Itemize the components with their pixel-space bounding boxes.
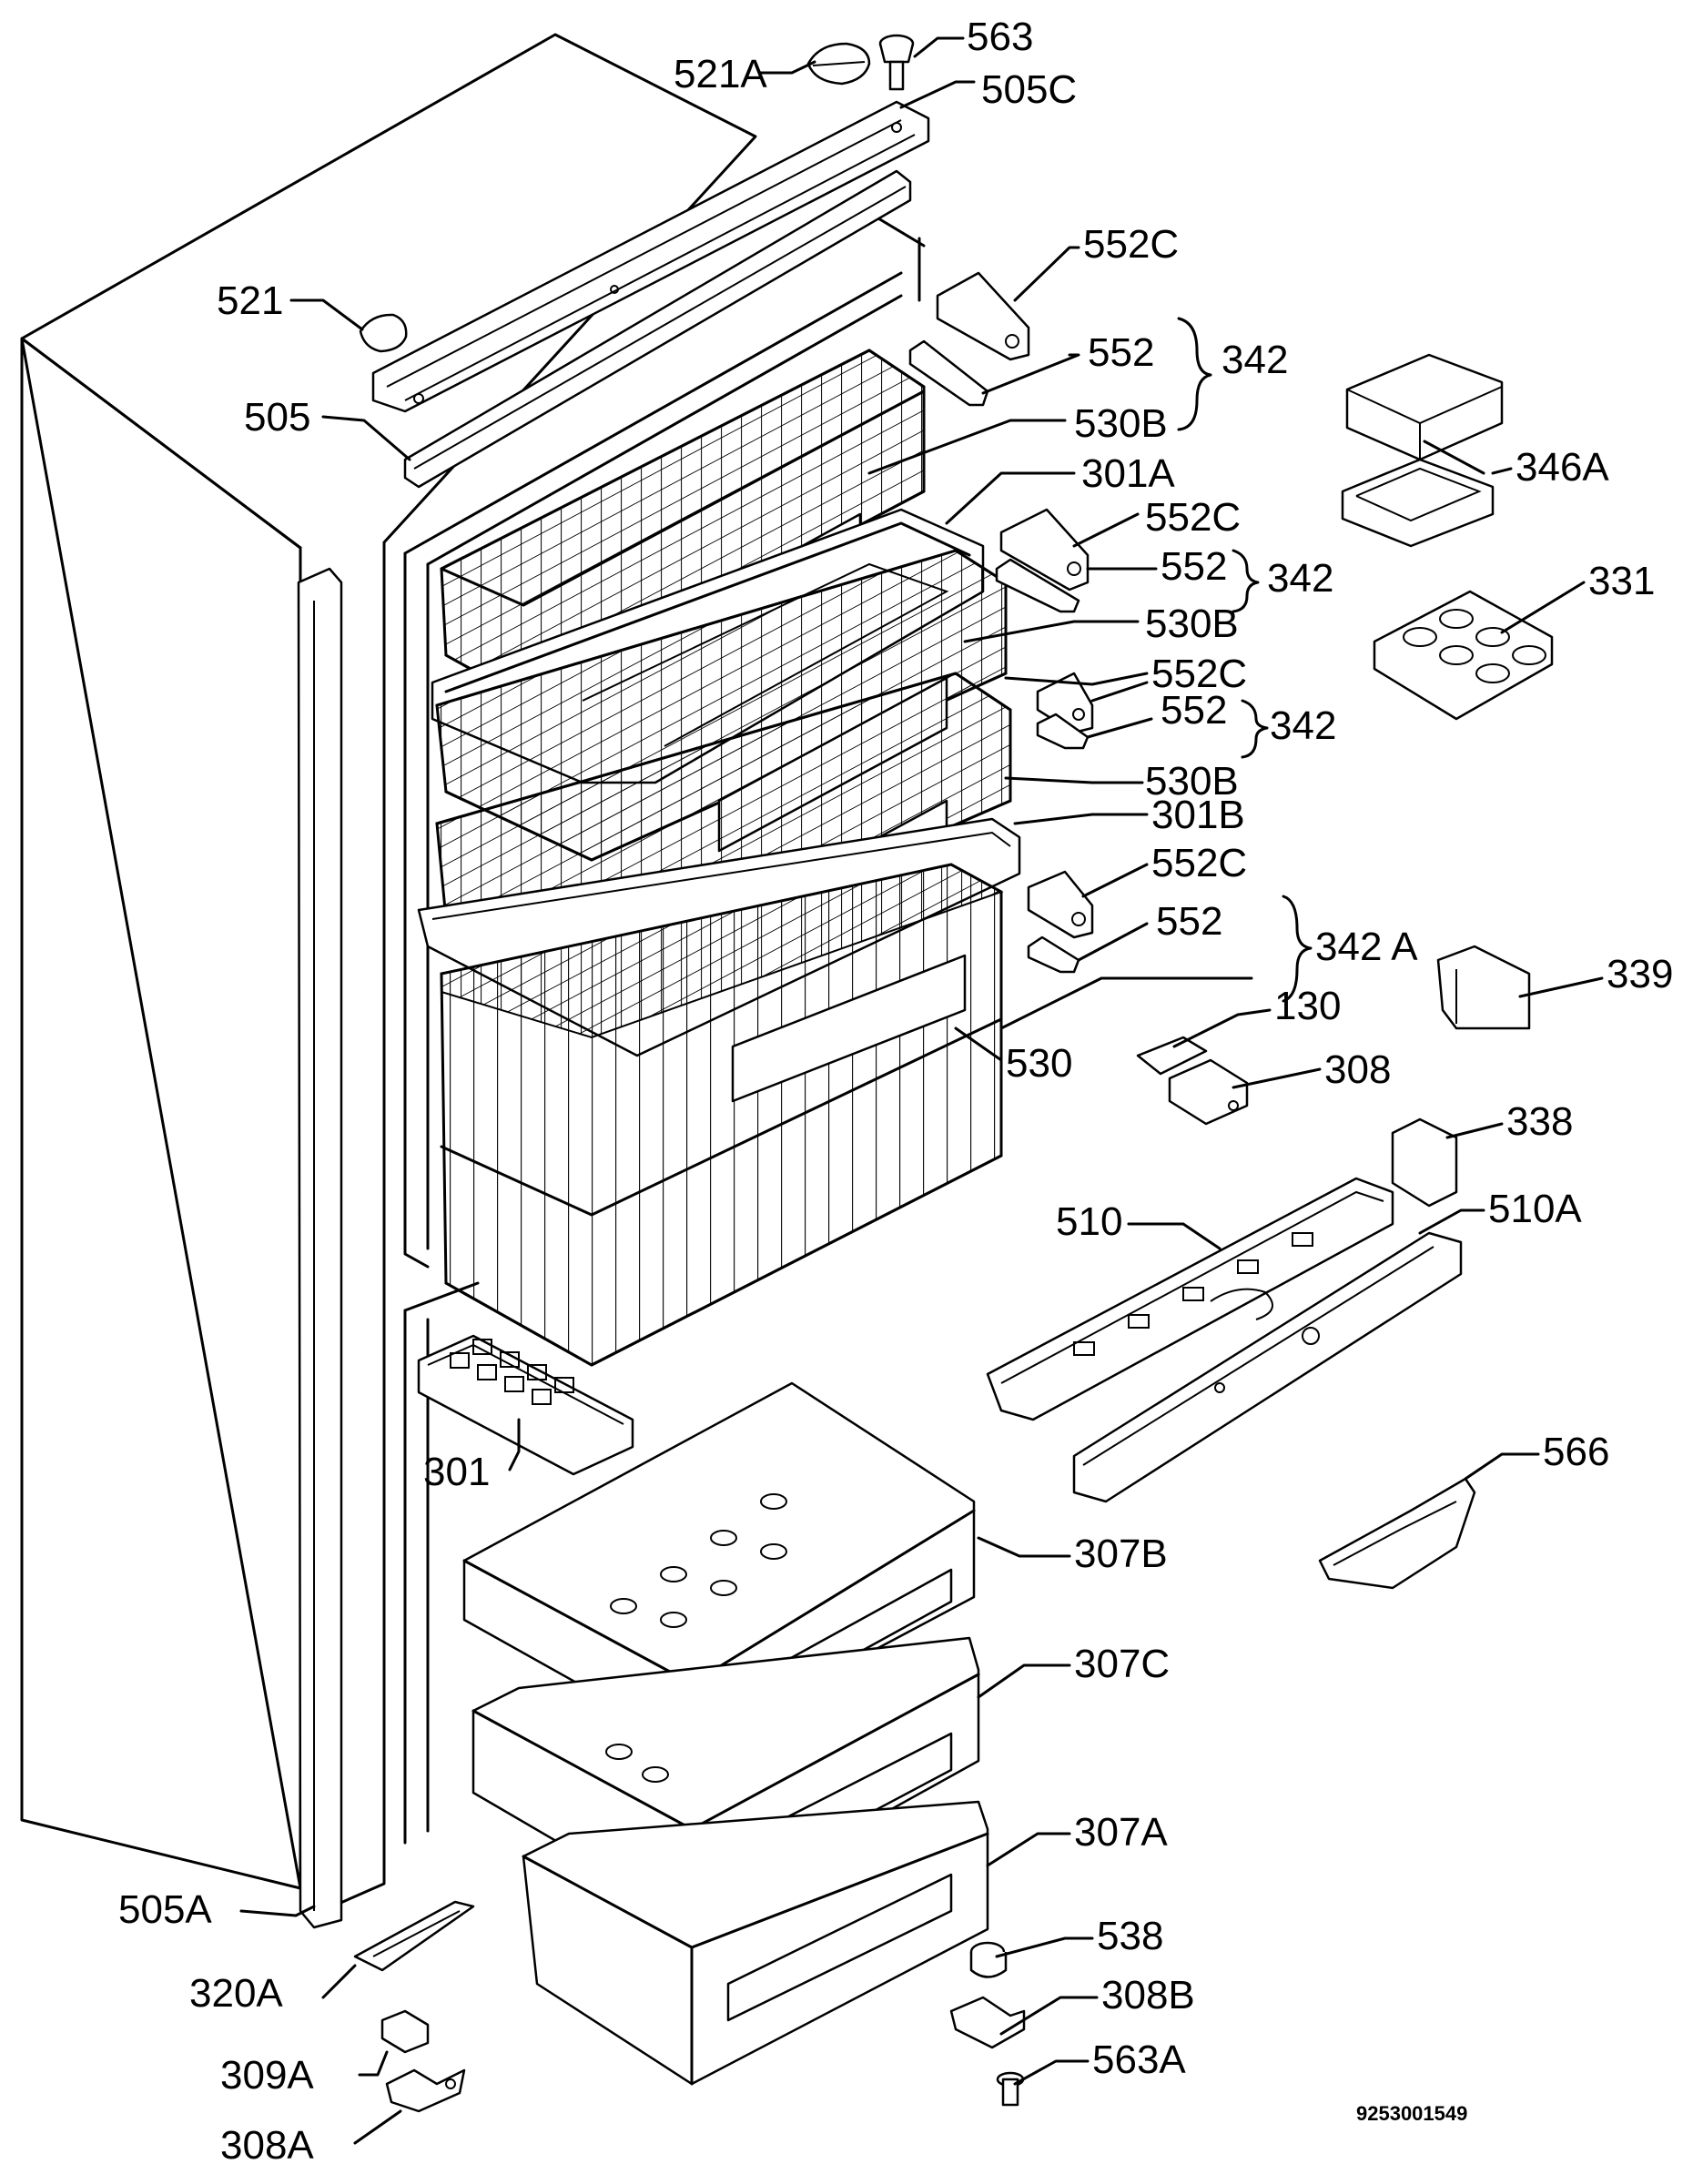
label-307c: 307C [1074,1642,1170,1686]
label-521: 521 [217,278,283,323]
label-552c: 552C [1151,652,1247,696]
drawer-307a [522,1800,989,2086]
part-labels: 563 521A 505C 552C 521 552 342 505 530B … [118,15,1673,2168]
top-trim-505c [371,100,930,413]
label-563: 563 [967,15,1033,59]
plate-130 [1136,1036,1208,1076]
label-338: 338 [1506,1099,1573,1144]
label-552: 552 [1161,688,1227,733]
document-id: 9253001549 [1356,2102,1467,2125]
hinge-552-fourth [1027,935,1080,974]
label-308b: 308B [1101,1973,1195,2017]
label-530b: 530B [1145,602,1239,646]
label-538: 538 [1097,1914,1163,1958]
scraper-566 [1318,1477,1476,1590]
hinge-552-second [995,558,1080,613]
label-308: 308 [1324,1047,1391,1092]
hinge-552-third [1036,713,1090,750]
label-342: 342 [1267,556,1333,601]
cap-521 [359,313,408,353]
label-301b: 301B [1151,793,1245,837]
top-seal-505 [403,169,912,489]
label-566: 566 [1543,1430,1609,1474]
label-510: 510 [1056,1199,1122,1244]
hinge-552-top [908,339,989,407]
bracket-339 [1436,945,1531,1030]
egg-tray-331 [1373,590,1554,721]
label-505c: 505C [981,67,1077,112]
label-505a: 505A [118,1887,212,1932]
cover-320a [353,1900,475,1972]
screw-563a [996,2071,1025,2107]
basket-530-large [440,863,1004,1367]
brace-342-group [1177,317,1313,1003]
cap-538 [969,1941,1008,1978]
label-307a: 307A [1074,1810,1168,1855]
label-563a: 563A [1092,2037,1186,2082]
label-339: 339 [1607,952,1673,996]
end-cap-338 [1391,1117,1458,1208]
hinge-308a [385,2068,466,2113]
label-307b: 307B [1074,1532,1168,1576]
hinge-308b [949,1996,1026,2049]
cap-309a [380,2009,430,2054]
door-seal-strip [297,567,343,1929]
label-301: 301 [423,1450,490,1494]
label-552c: 552C [1151,841,1247,885]
screw-563 [878,34,915,91]
label-346a: 346A [1515,445,1609,490]
label-552c: 552C [1083,222,1179,267]
label-530b: 530B [1145,759,1239,804]
ice-tray-301 [417,1334,634,1476]
hinge-308 [1168,1058,1249,1126]
label-342a: 342 A [1315,925,1418,969]
box-346a [1341,353,1504,548]
label-552: 552 [1088,330,1154,375]
hinge-552c-second [999,508,1090,592]
label-552: 552 [1161,544,1227,589]
cap-521a [806,42,871,86]
label-331: 331 [1588,559,1655,603]
rail-510a [1072,1231,1463,1503]
label-552: 552 [1156,899,1222,944]
label-510a: 510A [1488,1187,1582,1231]
label-530: 530 [1006,1041,1072,1086]
label-342: 342 [1221,338,1288,382]
label-342: 342 [1270,703,1336,748]
label-320a: 320A [189,1971,283,2016]
label-130: 130 [1274,984,1341,1028]
leader-lines [239,36,1604,2145]
label-301a: 301A [1081,451,1175,496]
label-308a: 308A [220,2123,314,2168]
label-530b: 530B [1074,401,1168,446]
hinge-552c-top [936,271,1030,361]
label-309a: 309A [220,2053,314,2098]
rail-510 [986,1177,1394,1421]
label-521a: 521A [674,52,767,96]
hinge-552c-fourth [1027,870,1094,939]
label-505: 505 [244,395,310,440]
label-552c: 552C [1145,495,1241,540]
